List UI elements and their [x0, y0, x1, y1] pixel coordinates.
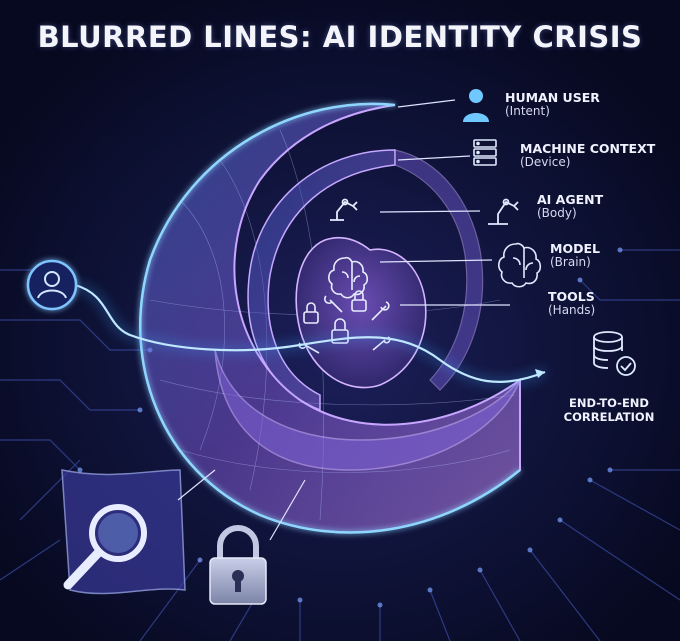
- label-human-user: HUMAN USER (Intent): [505, 90, 600, 119]
- label-tools-role: (Hands): [548, 303, 596, 318]
- label-machine-context: MACHINE CONTEXT (Device): [520, 141, 656, 170]
- robot-arm-icon: [488, 198, 519, 225]
- leader-lines: [379, 99, 510, 306]
- label-model-name: MODEL: [550, 241, 600, 256]
- server-icon: [473, 139, 497, 166]
- label-human-user-name: HUMAN USER: [505, 90, 600, 105]
- label-human-user-role: (Intent): [505, 104, 550, 119]
- correlation-line-2: CORRELATION: [563, 410, 655, 425]
- label-model: MODEL (Brain): [550, 241, 600, 270]
- correlation-line-1: END-TO-END: [569, 396, 649, 410]
- person-icon: [463, 89, 489, 122]
- end-to-end-correlation-label: END-TO-END CORRELATION: [554, 396, 664, 425]
- page-title: BLURRED LINES: AI IDENTITY CRISIS: [37, 20, 643, 54]
- shell-robot-arm-icon: [330, 198, 358, 221]
- database-check-icon: [593, 331, 636, 376]
- label-machine-context-name: MACHINE CONTEXT: [520, 141, 656, 156]
- label-ai-agent-name: AI AGENT: [537, 192, 604, 207]
- core-brain-icon: [328, 256, 369, 299]
- label-tools: TOOLS (Hands): [548, 289, 596, 318]
- label-tools-name: TOOLS: [548, 289, 595, 304]
- padlock-icon: [209, 479, 306, 605]
- left-user-avatar-icon: [26, 259, 78, 311]
- magnifier-card: [61, 469, 216, 595]
- label-ai-agent-role: (Body): [537, 206, 577, 221]
- data-flow-line: [74, 282, 547, 385]
- label-ai-agent: AI AGENT (Body): [537, 192, 604, 221]
- label-machine-context-role: (Device): [520, 155, 571, 170]
- circuit-traces: [0, 249, 680, 641]
- magnifier-icon: [63, 504, 147, 590]
- outer-shell: [139, 102, 521, 534]
- middle-shell: [214, 149, 521, 471]
- brain-icon: [498, 242, 542, 288]
- label-model-role: (Brain): [550, 255, 591, 270]
